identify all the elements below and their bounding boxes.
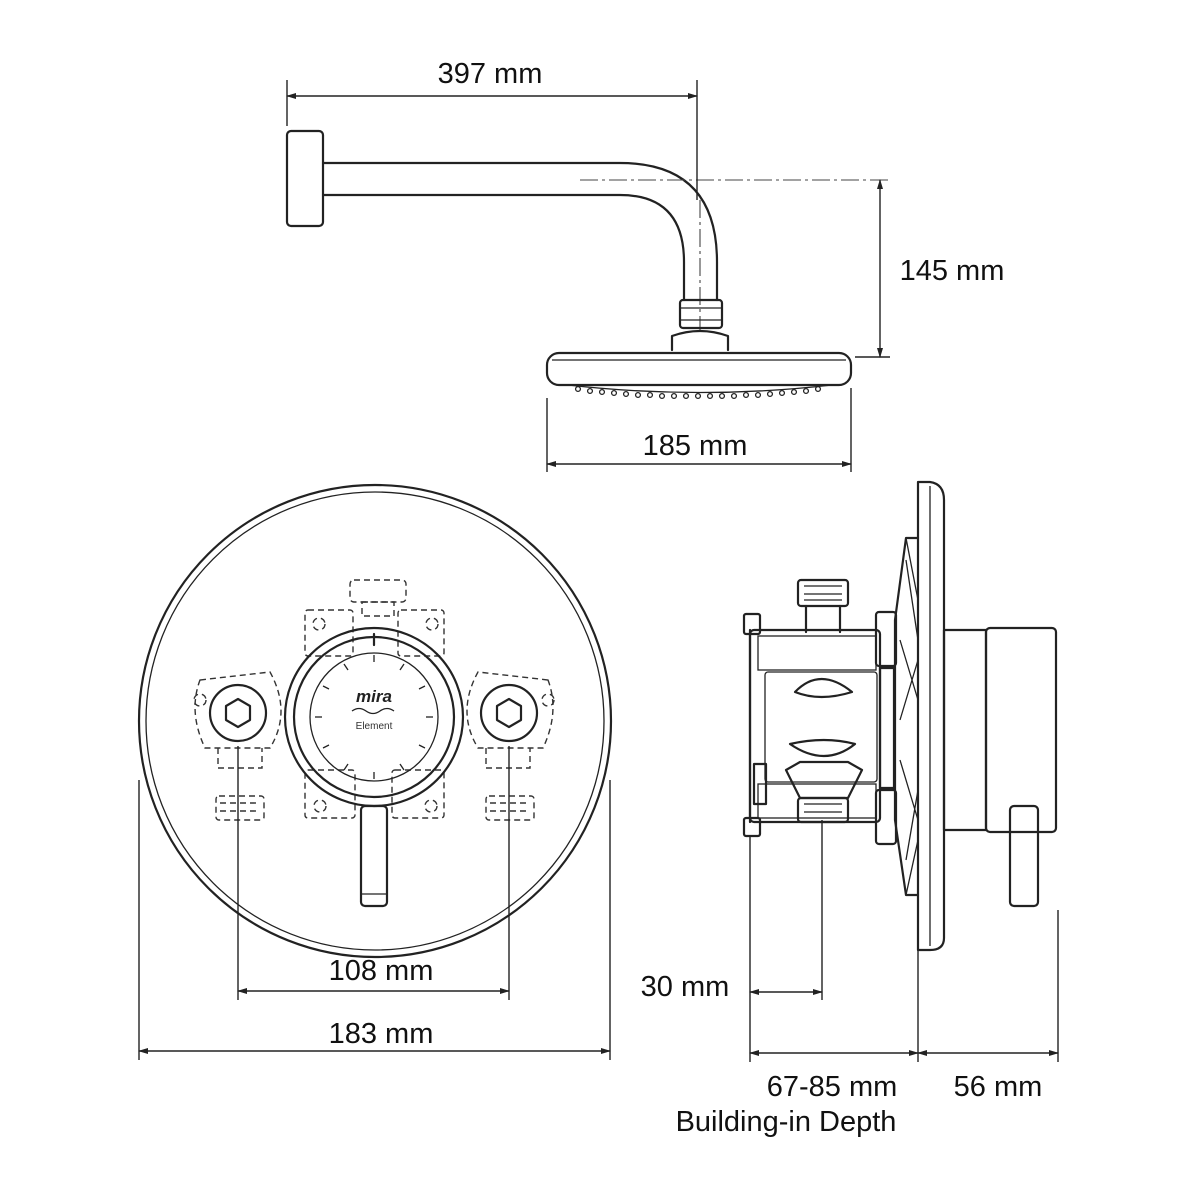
control-lever [359,804,389,908]
valve-side-view: 30 mm 67-85 mm Building-in Depth 56 mm [641,480,1059,1138]
shower-arm [321,161,719,302]
side-lever [1008,804,1040,908]
cover-plate [137,483,613,959]
dim-arm-length: 397 mm [438,58,543,90]
nozzle-row [574,385,822,400]
wall-flange [285,129,325,228]
brand-logo: mira [356,687,392,706]
dial-ticks [315,632,433,779]
control-dial [283,626,465,808]
dim-plate-diameter: 183 mm [329,1018,434,1050]
dim-inlet-centres: 108 mm [329,955,434,987]
top-outlet [796,578,850,608]
arm-nut [678,298,724,330]
dim-outlet-offset: 30 mm [641,971,730,1003]
building-in-depth-label: Building-in Depth [676,1106,897,1138]
cover-plate-edge [916,480,946,952]
dim-projection: 56 mm [954,1071,1043,1103]
bottom-outlet [796,796,850,824]
left-inlet-fitting [208,683,268,743]
dim-head-diameter: 185 mm [643,430,748,462]
model-name: Element [356,721,393,732]
right-inlet-fitting [479,683,539,743]
shower-head [545,351,853,387]
valve-body [748,628,882,824]
dim-building-in-depth: 67-85 mm [767,1071,898,1103]
trim-collar [942,628,988,832]
shower-arm-view: 397 mm 145 mm 185 mm [285,58,1005,472]
valve-front-view: mira Element 108 mm 183 mm [137,483,613,1060]
dim-arm-drop: 145 mm [900,255,1005,287]
